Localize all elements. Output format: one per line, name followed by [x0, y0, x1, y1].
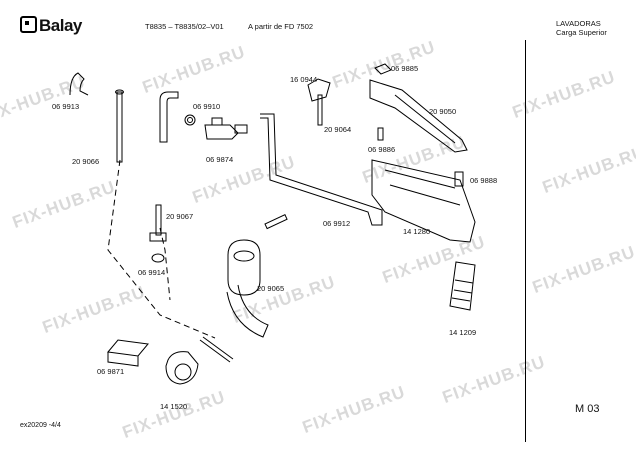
- part-label: 06 9886: [368, 145, 396, 154]
- part-label: 06 9871: [97, 367, 125, 376]
- part-label: 20 9066: [72, 157, 100, 166]
- footer-code: ex20209 -4/4: [20, 422, 61, 429]
- divider-line: [525, 40, 526, 442]
- serial-from: A partir de FD 7502: [248, 22, 314, 31]
- short-pipe-part: [317, 94, 323, 126]
- part-label: 14 1280: [403, 227, 431, 236]
- tank-part: [371, 159, 476, 243]
- dashed-route: [107, 159, 216, 339]
- part-label: 14 1520: [160, 402, 188, 411]
- hose-part: [226, 284, 269, 338]
- part-label: 20 9064: [324, 125, 352, 134]
- motor-part: [165, 351, 199, 385]
- sleeve-part: [449, 261, 476, 311]
- page-code: M 03: [575, 403, 600, 415]
- dashed-route-2: [159, 227, 171, 301]
- cover-part: [107, 339, 149, 367]
- category: LAVADORAS: [556, 19, 601, 28]
- subcategory: Carga Superior: [556, 28, 607, 37]
- part-label: 16 0944: [290, 75, 318, 84]
- part-label: 20 9067: [166, 212, 194, 221]
- bracket-part: [307, 78, 331, 102]
- long-pipe-part: [116, 91, 123, 163]
- part-label: 06 9874: [206, 155, 234, 164]
- part-label: 06 9885: [391, 64, 419, 73]
- cap-part: [374, 63, 392, 75]
- brand-logo: Balay: [20, 16, 82, 36]
- clip-part: [69, 72, 89, 96]
- nut-part: [454, 171, 464, 187]
- rail-part: [369, 79, 468, 153]
- part-label: 14 1209: [449, 328, 477, 337]
- model-code: T8835 – T8835/02–V01: [145, 22, 224, 31]
- part-label: 20 9065: [257, 284, 285, 293]
- part-label: 20 9050: [429, 107, 457, 116]
- part-label: 06 9888: [470, 176, 498, 185]
- washer-part: [151, 253, 165, 263]
- valve-part: [204, 124, 239, 140]
- part-label: 06 9914: [138, 268, 166, 277]
- elbow-part: [159, 91, 179, 143]
- part-label: 06 9912: [323, 219, 351, 228]
- part-label: 06 9913: [52, 102, 80, 111]
- vertical-pipe-part: [155, 204, 162, 236]
- brand-name: Balay: [39, 16, 82, 35]
- part-label: 06 9910: [193, 102, 221, 111]
- pin-part: [377, 127, 384, 141]
- pump-part: [227, 239, 261, 296]
- oring-part: [184, 114, 196, 126]
- bent-tube-part: [260, 113, 383, 226]
